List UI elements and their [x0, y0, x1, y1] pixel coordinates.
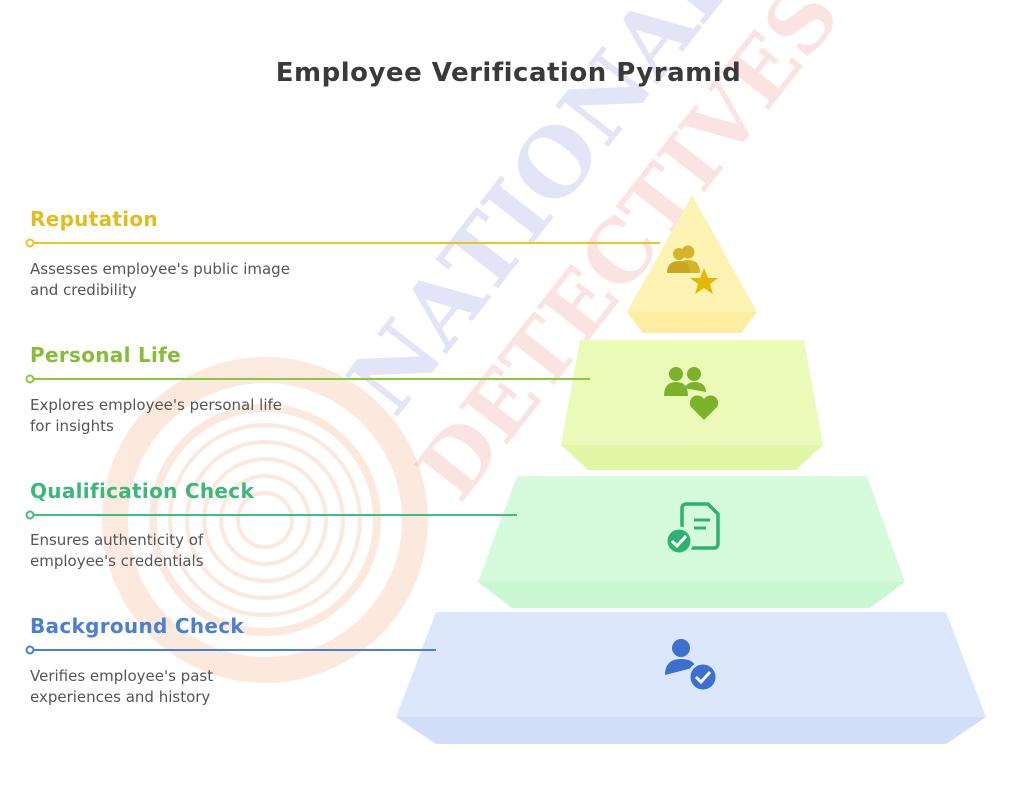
tier-personal-life — [25, 340, 823, 470]
reputation-description-line-2: and credibility — [30, 281, 137, 299]
user-check-icon — [665, 639, 719, 693]
qualification-check-description-line-2: employee's credentials — [30, 552, 204, 570]
personal-life-description-line-1: Explores employee's personal life — [30, 396, 283, 414]
qualification-check-description: Ensures authenticity of employee's crede… — [30, 530, 330, 572]
document-check-icon — [664, 502, 720, 556]
background-check-description-line-2: experiences and history — [30, 688, 211, 706]
background-check-description-line-1: Verifies employee's past — [30, 667, 214, 685]
reputation-title: Reputation — [30, 207, 158, 231]
users-heart-icon — [664, 367, 719, 420]
fingerprint-watermark-icon — [102, 357, 428, 683]
page-title: Employee Verification Pyramid — [275, 58, 742, 88]
personal-life-description: Explores employee's personal life for in… — [30, 395, 330, 437]
personal-life-title: Personal Life — [30, 343, 182, 367]
users-star-icon — [667, 245, 718, 294]
tier-qualification-check — [25, 476, 905, 608]
background-check-title: Background Check — [30, 614, 245, 638]
background-check-description: Verifies employee's past experiences and… — [30, 666, 330, 708]
qualification-check-description-line-1: Ensures authenticity of — [30, 531, 204, 549]
reputation-description-line-1: Assesses employee's public image — [30, 260, 290, 278]
personal-life-description-line-2: for insights — [30, 417, 114, 435]
qualification-check-title: Qualification Check — [30, 479, 255, 503]
reputation-description: Assesses employee's public image and cre… — [30, 259, 330, 301]
